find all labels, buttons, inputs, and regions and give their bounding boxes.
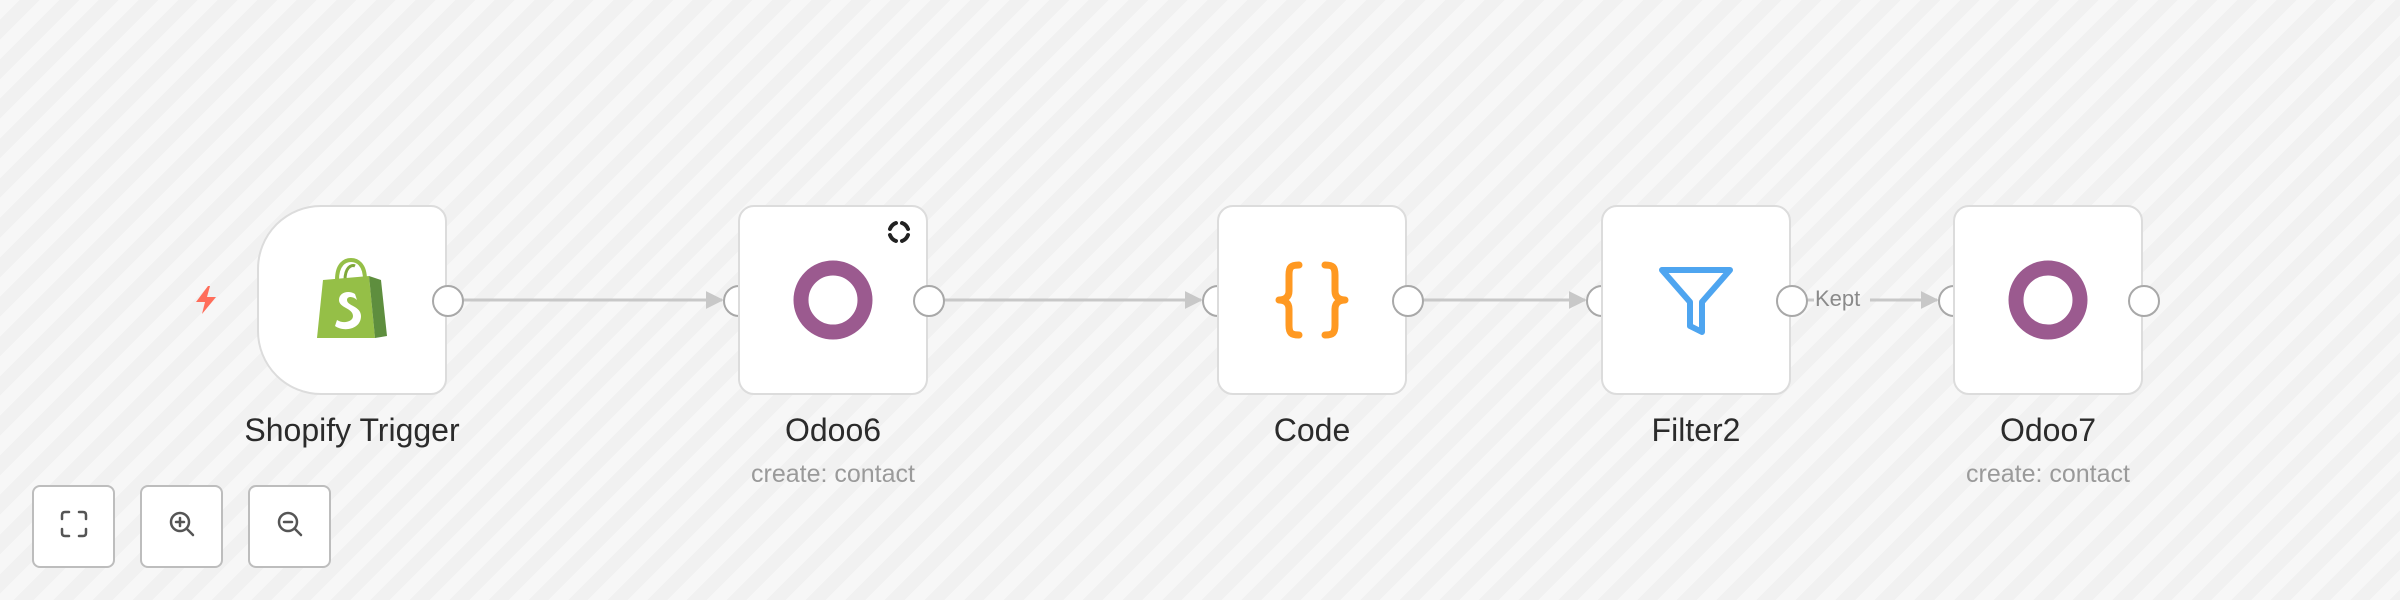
zoom-out-button[interactable] <box>248 485 331 568</box>
node-odoo7[interactable] <box>1953 205 2143 395</box>
node-label-odoo6: Odoo6 <box>784 412 882 448</box>
curly-braces-icon <box>1271 259 1353 341</box>
loading-spinner-icon <box>886 219 912 245</box>
output-handle-odoo7[interactable] <box>2128 285 2160 317</box>
funnel-icon <box>1656 260 1736 340</box>
odoo-ring-icon <box>793 260 873 340</box>
zoom-in-button[interactable] <box>140 485 223 568</box>
node-subtitle-odoo6: create: contact <box>751 460 915 488</box>
node-code[interactable] <box>1217 205 1407 395</box>
fit-to-view-icon <box>59 509 89 544</box>
edge-label-kept: Kept <box>1815 286 1861 311</box>
zoom-out-icon <box>275 509 305 544</box>
output-handle-shopify-trigger[interactable] <box>432 285 464 317</box>
zoom-in-icon <box>167 509 197 544</box>
output-handle-code[interactable] <box>1392 285 1424 317</box>
odoo-ring-icon <box>2008 260 2088 340</box>
output-handle-odoo6[interactable] <box>913 285 945 317</box>
lightning-bolt-icon <box>191 284 221 316</box>
fit-view-button[interactable] <box>32 485 115 568</box>
node-filter2[interactable] <box>1601 205 1791 395</box>
node-label-shopify-trigger: Shopify Trigger <box>244 412 460 448</box>
canvas-controls <box>32 485 331 568</box>
shopify-bag-icon <box>315 258 389 342</box>
node-shopify-trigger[interactable] <box>257 205 447 395</box>
node-label-code: Code <box>1273 412 1351 448</box>
node-subtitle-odoo7: create: contact <box>1966 460 2130 488</box>
node-label-filter2: Filter2 <box>1651 412 1741 448</box>
node-odoo6[interactable] <box>738 205 928 395</box>
output-handle-filter2[interactable] <box>1776 285 1808 317</box>
node-label-odoo7: Odoo7 <box>1999 412 2097 448</box>
